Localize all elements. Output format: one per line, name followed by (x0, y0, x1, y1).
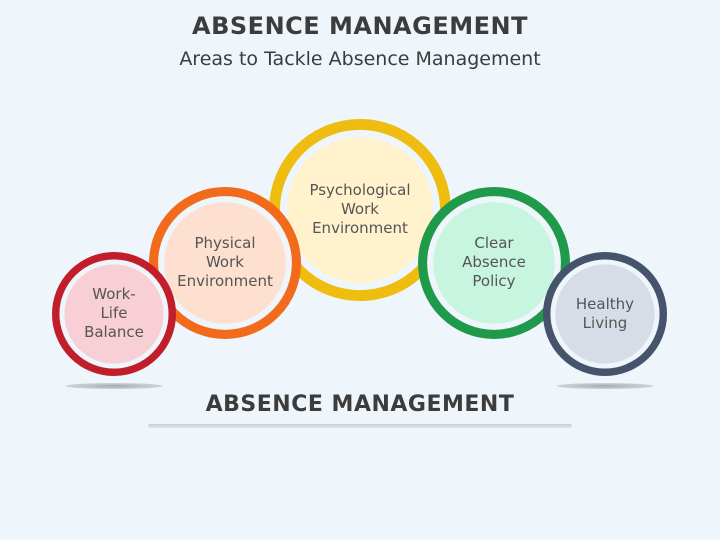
fill-work-life-balance (64, 264, 164, 364)
label-healthy-living: Healthy Living (575, 294, 635, 332)
fill-physical-work-environment (164, 202, 286, 324)
circle-shadow-healthy-living (556, 383, 654, 389)
label-psychological-work-environment: Psychological Work Environment (309, 181, 411, 238)
circle-shadow-work-life-balance (65, 383, 163, 389)
label-work-life-balance: Work- Life Balance (84, 285, 144, 342)
page-title: ABSENCE MANAGEMENT (192, 12, 528, 40)
fill-psychological-work-environment (287, 137, 433, 283)
circle-clear-absence-policy (417, 186, 571, 340)
fill-clear-absence-policy (433, 202, 555, 324)
circle-physical-work-environment (148, 186, 302, 340)
label-clear-absence-policy: Clear Absence Policy (462, 234, 526, 291)
page-subtitle: Areas to Tackle Absence Management (179, 48, 541, 70)
label-physical-work-environment: Physical Work Environment (177, 234, 273, 291)
circle-healthy-living (542, 252, 667, 376)
fill-healthy-living (555, 264, 655, 364)
circle-work-life-balance (52, 252, 176, 376)
footer-title: ABSENCE MANAGEMENT (205, 392, 515, 417)
footer-divider (148, 424, 572, 428)
